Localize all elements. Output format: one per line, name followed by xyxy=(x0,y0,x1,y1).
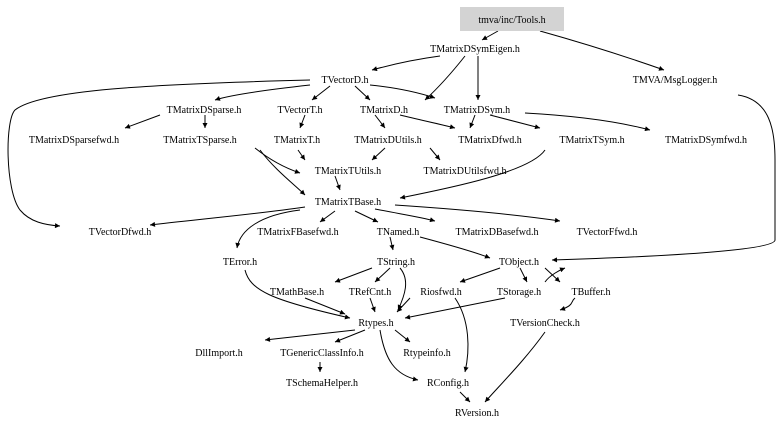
edge xyxy=(394,204,561,223)
node-vectort: TVectorT.h xyxy=(277,105,322,116)
node-schemahelper: TSchemaHelper.h xyxy=(286,378,358,389)
node-versioncheck: TVersionCheck.h xyxy=(510,318,580,329)
node-tbase: TMatrixTBase.h xyxy=(315,197,381,208)
edge xyxy=(374,208,436,223)
edge xyxy=(334,175,341,191)
node-dsymeigen: TMatrixDSymEigen.h xyxy=(430,44,520,55)
node-dutilsfwd: TMatrixDUtilsfwd.h xyxy=(423,166,506,177)
edge xyxy=(399,114,456,130)
edge xyxy=(244,269,351,320)
edge xyxy=(454,297,469,373)
edge xyxy=(424,55,466,101)
node-vectord: TVectorD.h xyxy=(322,75,369,86)
edge xyxy=(334,267,373,283)
node-tnamed: TNamed.h xyxy=(377,227,420,238)
edge xyxy=(369,297,376,313)
node-tsym: TMatrixTSym.h xyxy=(559,135,624,146)
node-vectordfwd: TVectorDfwd.h xyxy=(89,227,151,238)
edge xyxy=(149,206,306,227)
edge xyxy=(484,331,546,403)
node-mathbase: TMathBase.h xyxy=(270,287,324,298)
node-msglogger: TMVA/MsgLogger.h xyxy=(633,75,718,86)
node-fbasefwd: TMatrixFBasefwd.h xyxy=(257,227,338,238)
edge xyxy=(551,94,776,263)
node-tobject: TObject.h xyxy=(499,257,539,268)
node-tstring: TString.h xyxy=(377,257,415,268)
edge xyxy=(124,114,161,129)
node-rtypeinfo: Rtypeinfo.h xyxy=(403,348,451,359)
node-tools: tmva/inc/Tools.h xyxy=(478,15,545,26)
node-rversion: RVersion.h xyxy=(455,408,499,419)
edge xyxy=(214,84,311,101)
edge xyxy=(311,85,331,101)
edge xyxy=(396,297,411,313)
edge xyxy=(371,55,441,72)
edge xyxy=(429,147,441,161)
edge xyxy=(379,329,419,382)
node-vectorffwd: TVectorFfwd.h xyxy=(577,227,638,238)
edge xyxy=(397,267,407,311)
root-file-box xyxy=(460,7,564,31)
edges xyxy=(7,30,776,403)
edge xyxy=(374,267,391,283)
edge xyxy=(489,114,541,130)
edge xyxy=(334,329,366,343)
node-tbuffer: TBuffer.h xyxy=(572,287,611,298)
edge xyxy=(264,329,356,342)
edge xyxy=(459,267,501,283)
edge xyxy=(254,147,301,174)
edge xyxy=(469,114,476,129)
edge xyxy=(297,149,306,161)
node-dutils: TMatrixDUtils.h xyxy=(354,135,422,146)
edge xyxy=(304,297,346,315)
edge xyxy=(519,267,528,283)
edge xyxy=(459,391,471,403)
edge xyxy=(399,149,546,200)
edge xyxy=(374,114,386,129)
node-rconfig: RConfig.h xyxy=(427,378,469,389)
node-matrixt: TMatrixT.h xyxy=(274,135,320,146)
edge xyxy=(369,84,436,99)
node-tstorage: TStorage.h xyxy=(497,287,541,298)
edge xyxy=(559,297,576,311)
node-matrixd: TMatrixD.h xyxy=(360,105,408,116)
node-rtypes: Rtypes.h xyxy=(358,318,393,329)
node-terror: TError.h xyxy=(223,257,257,268)
edge xyxy=(481,30,499,41)
edge xyxy=(539,30,665,71)
edge xyxy=(404,297,506,320)
edge xyxy=(235,209,301,249)
node-dsym: TMatrixDSym.h xyxy=(444,105,510,116)
edge xyxy=(524,112,651,132)
node-dsparse: TMatrixDSparse.h xyxy=(167,105,242,116)
edge xyxy=(354,210,379,223)
edge xyxy=(394,329,411,343)
edge xyxy=(299,114,306,129)
node-dsparsefwd: TMatrixDSparsefwd.h xyxy=(29,135,119,146)
edge xyxy=(544,267,566,283)
node-dsymfwd: TMatrixDSymfwd.h xyxy=(665,135,747,146)
node-dfwd: TMatrixDfwd.h xyxy=(458,135,522,146)
node-riosfwd: Riosfwd.h xyxy=(420,287,461,298)
node-tsparse: TMatrixTSparse.h xyxy=(163,135,237,146)
edge xyxy=(389,236,395,251)
edge xyxy=(354,85,371,101)
edge xyxy=(371,147,386,161)
node-dllimport: DllImport.h xyxy=(195,348,243,359)
edge xyxy=(7,79,311,229)
nodes: tmva/inc/Tools.h TMatrixDSymEigen.h TMVA… xyxy=(29,7,747,419)
node-refcnt: TRefCnt.h xyxy=(349,287,392,298)
edge xyxy=(259,149,306,196)
node-dbasefwd: TMatrixDBasefwd.h xyxy=(455,227,538,238)
edge xyxy=(419,236,491,259)
node-tutils: TMatrixTUtils.h xyxy=(315,166,381,177)
node-genericclassinfo: TGenericClassInfo.h xyxy=(280,348,364,359)
edge xyxy=(319,210,336,223)
